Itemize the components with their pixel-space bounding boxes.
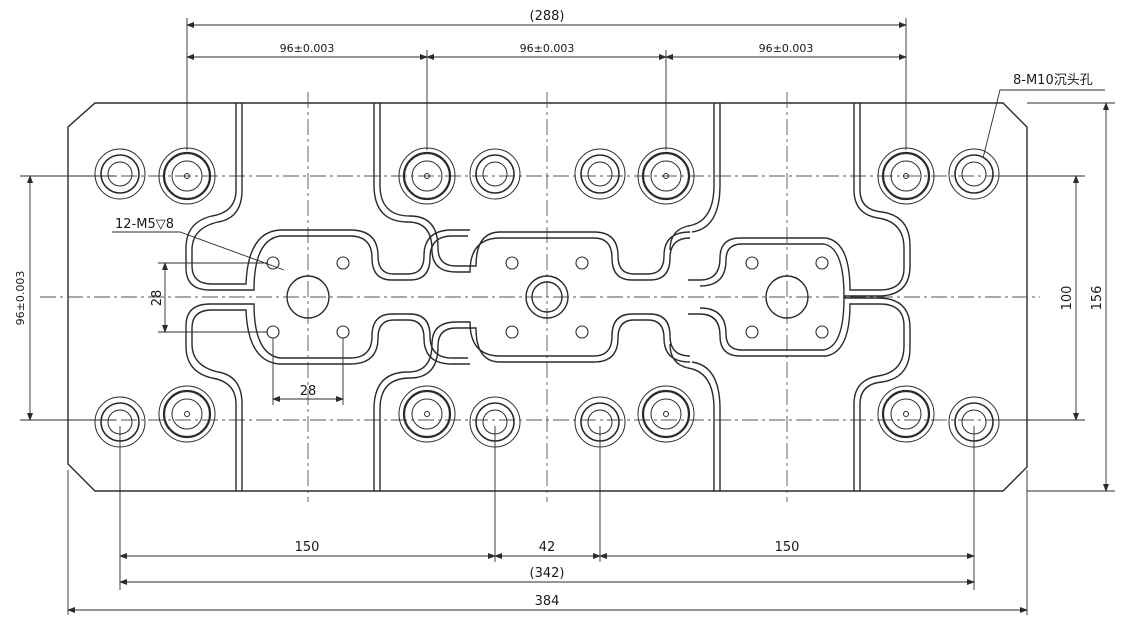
dim-bottom-342: (342) (530, 566, 565, 581)
dim-bottom-384: 384 (535, 594, 560, 609)
callout-tapped: 12-M5▽8 (115, 217, 174, 232)
dim-top-span: (288) (530, 9, 565, 24)
center-bores (286, 275, 809, 319)
guide-hole (574, 148, 626, 200)
center-bore (286, 275, 330, 319)
dim-right-156: 156 (1090, 286, 1105, 311)
counterbore-hole (637, 385, 695, 443)
dim-pitch-1: 96±0.003 (280, 42, 335, 55)
dim-bottom-150-right: 150 (775, 540, 800, 555)
counterbore-hole (877, 385, 935, 443)
center-bore (765, 275, 809, 319)
dim-right-100: 100 (1060, 286, 1075, 311)
plate-outline (67, 102, 1028, 492)
centerlines (40, 92, 1040, 502)
dim-left-vertical: 96±0.003 (14, 271, 27, 326)
dimension-lines (20, 18, 1115, 615)
guide-hole (469, 148, 521, 200)
dim-pitch-3: 96±0.003 (759, 42, 814, 55)
center-bore (531, 281, 563, 313)
dim-bottom-150-left: 150 (295, 540, 320, 555)
callout-counterbore: 8-M10沉头孔 (1013, 73, 1093, 88)
tapped-holes (266, 256, 829, 339)
pocket-outline (185, 103, 911, 491)
dim-bottom-42: 42 (539, 540, 556, 555)
guide-hole (94, 148, 146, 200)
counterbore-hole (398, 385, 456, 443)
counterbore-hole (158, 385, 216, 443)
guide-hole (948, 148, 1000, 200)
dim-pitch-2: 96±0.003 (520, 42, 575, 55)
dim-bottom-28: 28 (300, 384, 317, 399)
dim-left-28: 28 (150, 290, 165, 307)
center-bore (525, 275, 569, 319)
counterbore-holes (158, 147, 935, 443)
